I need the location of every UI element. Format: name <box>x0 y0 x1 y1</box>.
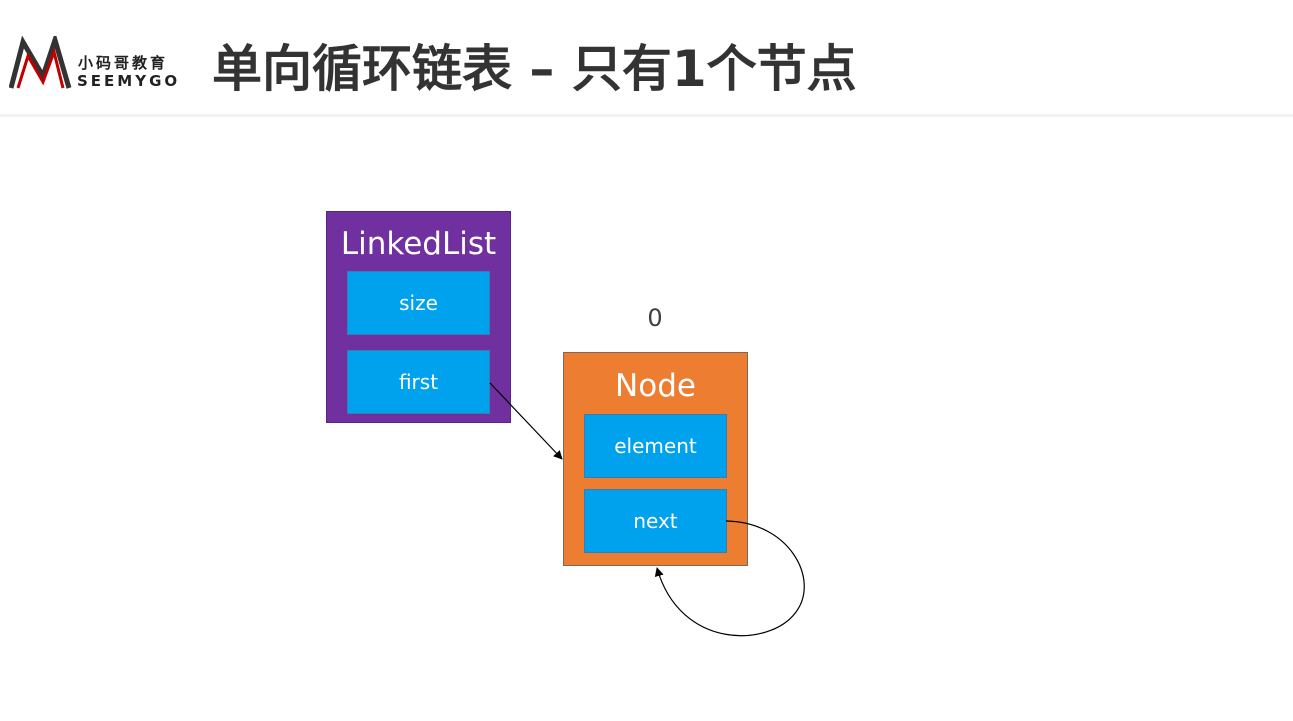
slide-title: 单向循环链表 – 只有1个节点 <box>212 40 857 98</box>
logo-chinese-text: 小码哥教育 <box>78 54 169 72</box>
linked-list-box: LinkedList size first <box>326 211 511 423</box>
node-next-field: next <box>584 489 727 553</box>
seemygo-logo: 小码哥教育 SEEMYGO <box>9 36 184 92</box>
node-element-field: element <box>584 414 727 478</box>
linked-list-first-field: first <box>347 350 490 414</box>
node-title: Node <box>615 368 696 404</box>
node-box: Node element next <box>563 352 748 566</box>
logo-english-text: SEEMYGO <box>77 72 181 90</box>
first-to-node-arrow <box>489 382 563 460</box>
slide-header: 小码哥教育 SEEMYGO 单向循环链表 – 只有1个节点 <box>0 0 1293 117</box>
logo-mountain-icon <box>9 36 72 89</box>
node-index-label: 0 <box>647 304 663 332</box>
linked-list-size-field: size <box>347 271 490 335</box>
next-self-loop-arrow <box>654 520 805 637</box>
linked-list-title: LinkedList <box>340 226 497 262</box>
